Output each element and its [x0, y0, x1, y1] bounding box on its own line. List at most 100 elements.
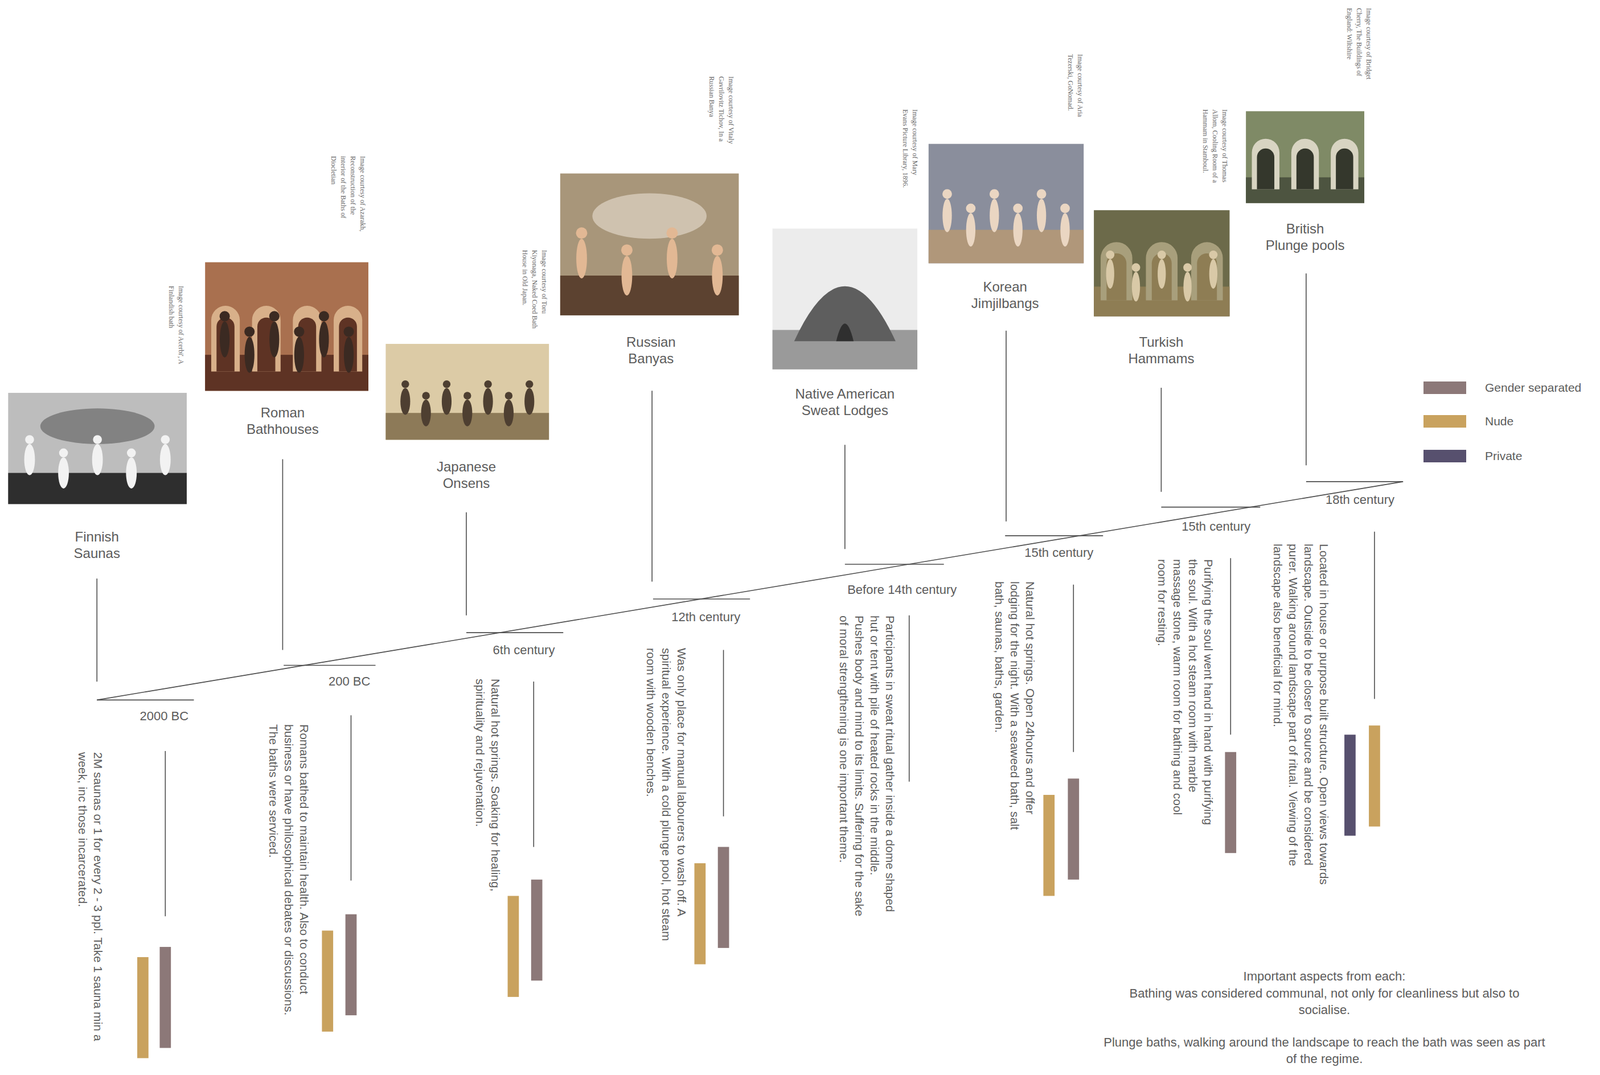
attribute-bar: [159, 946, 171, 1048]
bather-figure: [1106, 259, 1115, 289]
illustration-ground: [385, 343, 549, 440]
bather-figure: [503, 399, 514, 427]
bather-head: [1131, 263, 1141, 272]
bath-illustration: [7, 392, 187, 504]
illustration-ground: [1093, 210, 1230, 317]
bather-head: [621, 244, 633, 256]
bather-figure: [524, 387, 535, 415]
bather-figure: [621, 255, 633, 296]
bather-figure: [942, 198, 952, 233]
arch-opening: [1335, 148, 1353, 190]
description-text: Located in house or purpose built struct…: [1270, 543, 1332, 886]
bather-figure: [421, 399, 432, 427]
bather-figure: [1131, 271, 1140, 302]
bather-figure: [269, 321, 280, 358]
note-text: Important aspects from each:: [1102, 967, 1547, 985]
attribute-bar: [531, 879, 543, 981]
bather-head: [161, 435, 171, 445]
text-leader: [350, 715, 352, 881]
arch-opening: [1296, 148, 1314, 190]
arch-opening: [1151, 253, 1172, 301]
illustration-ground: [1245, 111, 1365, 203]
attribute-bar: [718, 846, 730, 948]
attribute-bar: [137, 957, 149, 1058]
illustration-floor: [560, 275, 740, 316]
date-label: 18th century: [1325, 491, 1395, 508]
illustration-ground: [772, 228, 918, 369]
bather-figure: [966, 212, 976, 247]
date-tick: [466, 632, 564, 634]
bather-head: [59, 448, 69, 458]
arch-shape: [1330, 138, 1359, 190]
date-label: Before 14th century: [847, 581, 957, 598]
arch-opening: [1257, 148, 1275, 190]
attribute-bar: [345, 914, 358, 1016]
bath-illustration: [1093, 210, 1230, 317]
legend-swatch: [1423, 415, 1467, 428]
legend-swatch: [1423, 449, 1467, 463]
illustration-floor: [928, 230, 1084, 264]
image-credit: Image courtesy of Thomas Allom, Cooling …: [1200, 109, 1230, 201]
date-label: 200 BC: [328, 673, 371, 690]
bather-figure: [400, 387, 410, 415]
arch-shape: [1291, 138, 1320, 190]
date-label: 15th century: [1181, 518, 1251, 535]
bather-head: [1036, 189, 1047, 199]
bather-head: [1060, 203, 1070, 214]
bather-head: [126, 448, 137, 458]
text-leader: [723, 650, 725, 817]
image-credit: Image courtesy of Acerbi', A Finlandish …: [166, 285, 186, 380]
arch-shape: [252, 305, 281, 372]
bather-head: [989, 189, 1000, 199]
text-leader: [1373, 531, 1376, 700]
arch-opening: [1196, 253, 1217, 301]
bath-type-title: Native American Sweat Lodges: [793, 385, 897, 419]
image-credit: Image courtesy of Toru Kiyonaga, Naked C…: [519, 249, 549, 337]
bather-figure: [576, 238, 588, 279]
date-tick: [1306, 481, 1403, 483]
bather-head: [343, 326, 355, 337]
bather-head: [505, 391, 513, 400]
bather-figure: [482, 387, 493, 415]
bather-head: [244, 326, 255, 337]
bather-figure: [24, 444, 36, 476]
title-leader: [651, 390, 653, 582]
sweat-lodge-dome: [794, 286, 896, 342]
bather-head: [92, 435, 102, 445]
illustration-ground: [560, 173, 740, 316]
date-tick: [1160, 506, 1261, 508]
description-text: Natural hot springs. Open 24hours and of…: [991, 581, 1039, 852]
title-leader: [465, 512, 467, 616]
lodge-door: [836, 323, 855, 342]
arch-opening: [216, 317, 235, 372]
bather-head: [576, 227, 588, 239]
date-label: 6th century: [493, 642, 556, 659]
description-text: Was only place for manual labourers to w…: [643, 647, 690, 945]
date-tick: [844, 563, 945, 565]
title-leader: [282, 458, 284, 650]
bath-type-title: Korean Jimjilbangs: [970, 278, 1041, 312]
bather-head: [401, 380, 409, 388]
bather-head: [483, 380, 492, 388]
image-credit: Image courtesy of Vitaly Gavrilovitz Tic…: [706, 76, 736, 163]
bather-head: [293, 326, 305, 337]
bath-type-title: Japanese Onsens: [435, 458, 498, 492]
text-leader: [532, 681, 535, 847]
arch-shape: [1100, 241, 1133, 301]
bather-head: [1012, 203, 1023, 214]
bather-head: [442, 380, 451, 388]
steam-cloud: [592, 193, 707, 240]
title-leader: [1005, 330, 1007, 522]
date-label: 12th century: [671, 609, 741, 626]
bather-figure: [711, 255, 723, 296]
date-tick: [283, 665, 376, 667]
description-text: Romans bathed to maintain health. Also t…: [265, 724, 313, 1031]
image-credit: Image courtesy of Aria Tezerski, GoNomad…: [1065, 54, 1085, 136]
bather-head: [711, 244, 724, 256]
bather-head: [1105, 250, 1115, 260]
attribute-bar: [1067, 778, 1080, 880]
date-tick: [1004, 535, 1103, 537]
text-leader: [1229, 558, 1232, 735]
